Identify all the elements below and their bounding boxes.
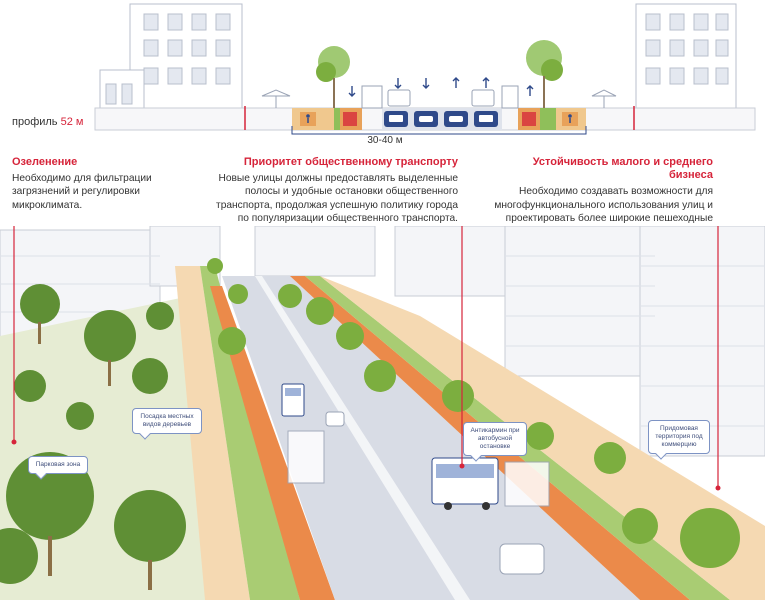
bus-shelters [361,85,519,109]
business-title: Устойчивость малого и среднего бизнеса [532,156,713,182]
callout-trees: Посадка местных видов деревьев [132,408,202,434]
tree-left [316,46,350,108]
transit-indicator-dot [459,463,465,469]
bike-icon-left [343,112,357,126]
cross-section-drawing [94,3,756,135]
carriageway [382,108,502,130]
callout-territory: Придомовая территория под коммерцию [648,420,710,454]
business-indicator-dot [715,485,721,491]
bus-shelter-right [504,461,550,507]
transit-priority-text: Новые улицы должны предоставлять выделен… [216,173,458,224]
tree-right [526,40,563,108]
left-bike-lane [210,286,335,600]
profile-value: 52 м [60,116,84,128]
bike-icon-right [522,112,536,126]
street-trees [207,258,740,568]
transit-priority-block: Приоритет общественному транспорту Новые… [206,156,458,225]
greening-title: Озеленение [12,156,78,168]
transit-priority-title: Приоритет общественному транспорту [243,156,458,168]
profile-prefix: профиль [12,116,58,128]
park-trees [0,284,186,584]
street-perspective-drawing [0,226,765,600]
cafe-umbrellas [261,89,617,108]
left-sidewalk [175,266,250,600]
park-tree-trunks [38,322,152,590]
greening-block: Озеленение Необходимо для фильтрации заг… [12,156,192,212]
car-2 [499,543,545,575]
road-center-line [255,276,470,600]
profile-label: профиль 52 м [12,116,83,128]
bus-shelter-left [287,430,325,484]
lane-direction-arrows [348,77,534,97]
left-building [99,3,243,109]
car-1 [325,411,345,427]
background-buildings [0,226,765,457]
greening-text: Необходимо для фильтрации загрязнений и … [12,173,152,211]
street-illustration: Парковая зона Посадка местных видов дере… [0,226,765,600]
right-building [635,3,737,109]
width-bracket [291,126,587,135]
street-cross-section: профиль 52 м 30-40 м [0,0,765,150]
greening-indicator-dot [11,439,17,445]
bus-far [281,383,305,417]
road [222,276,640,600]
callout-park: Парковая зона [28,456,88,474]
green-strip-right [540,108,556,130]
callout-kiosk: Антикармин при автобусной остановке [463,422,527,456]
bus-near [431,457,499,510]
carriageway-width: 30-40 м [367,135,403,146]
